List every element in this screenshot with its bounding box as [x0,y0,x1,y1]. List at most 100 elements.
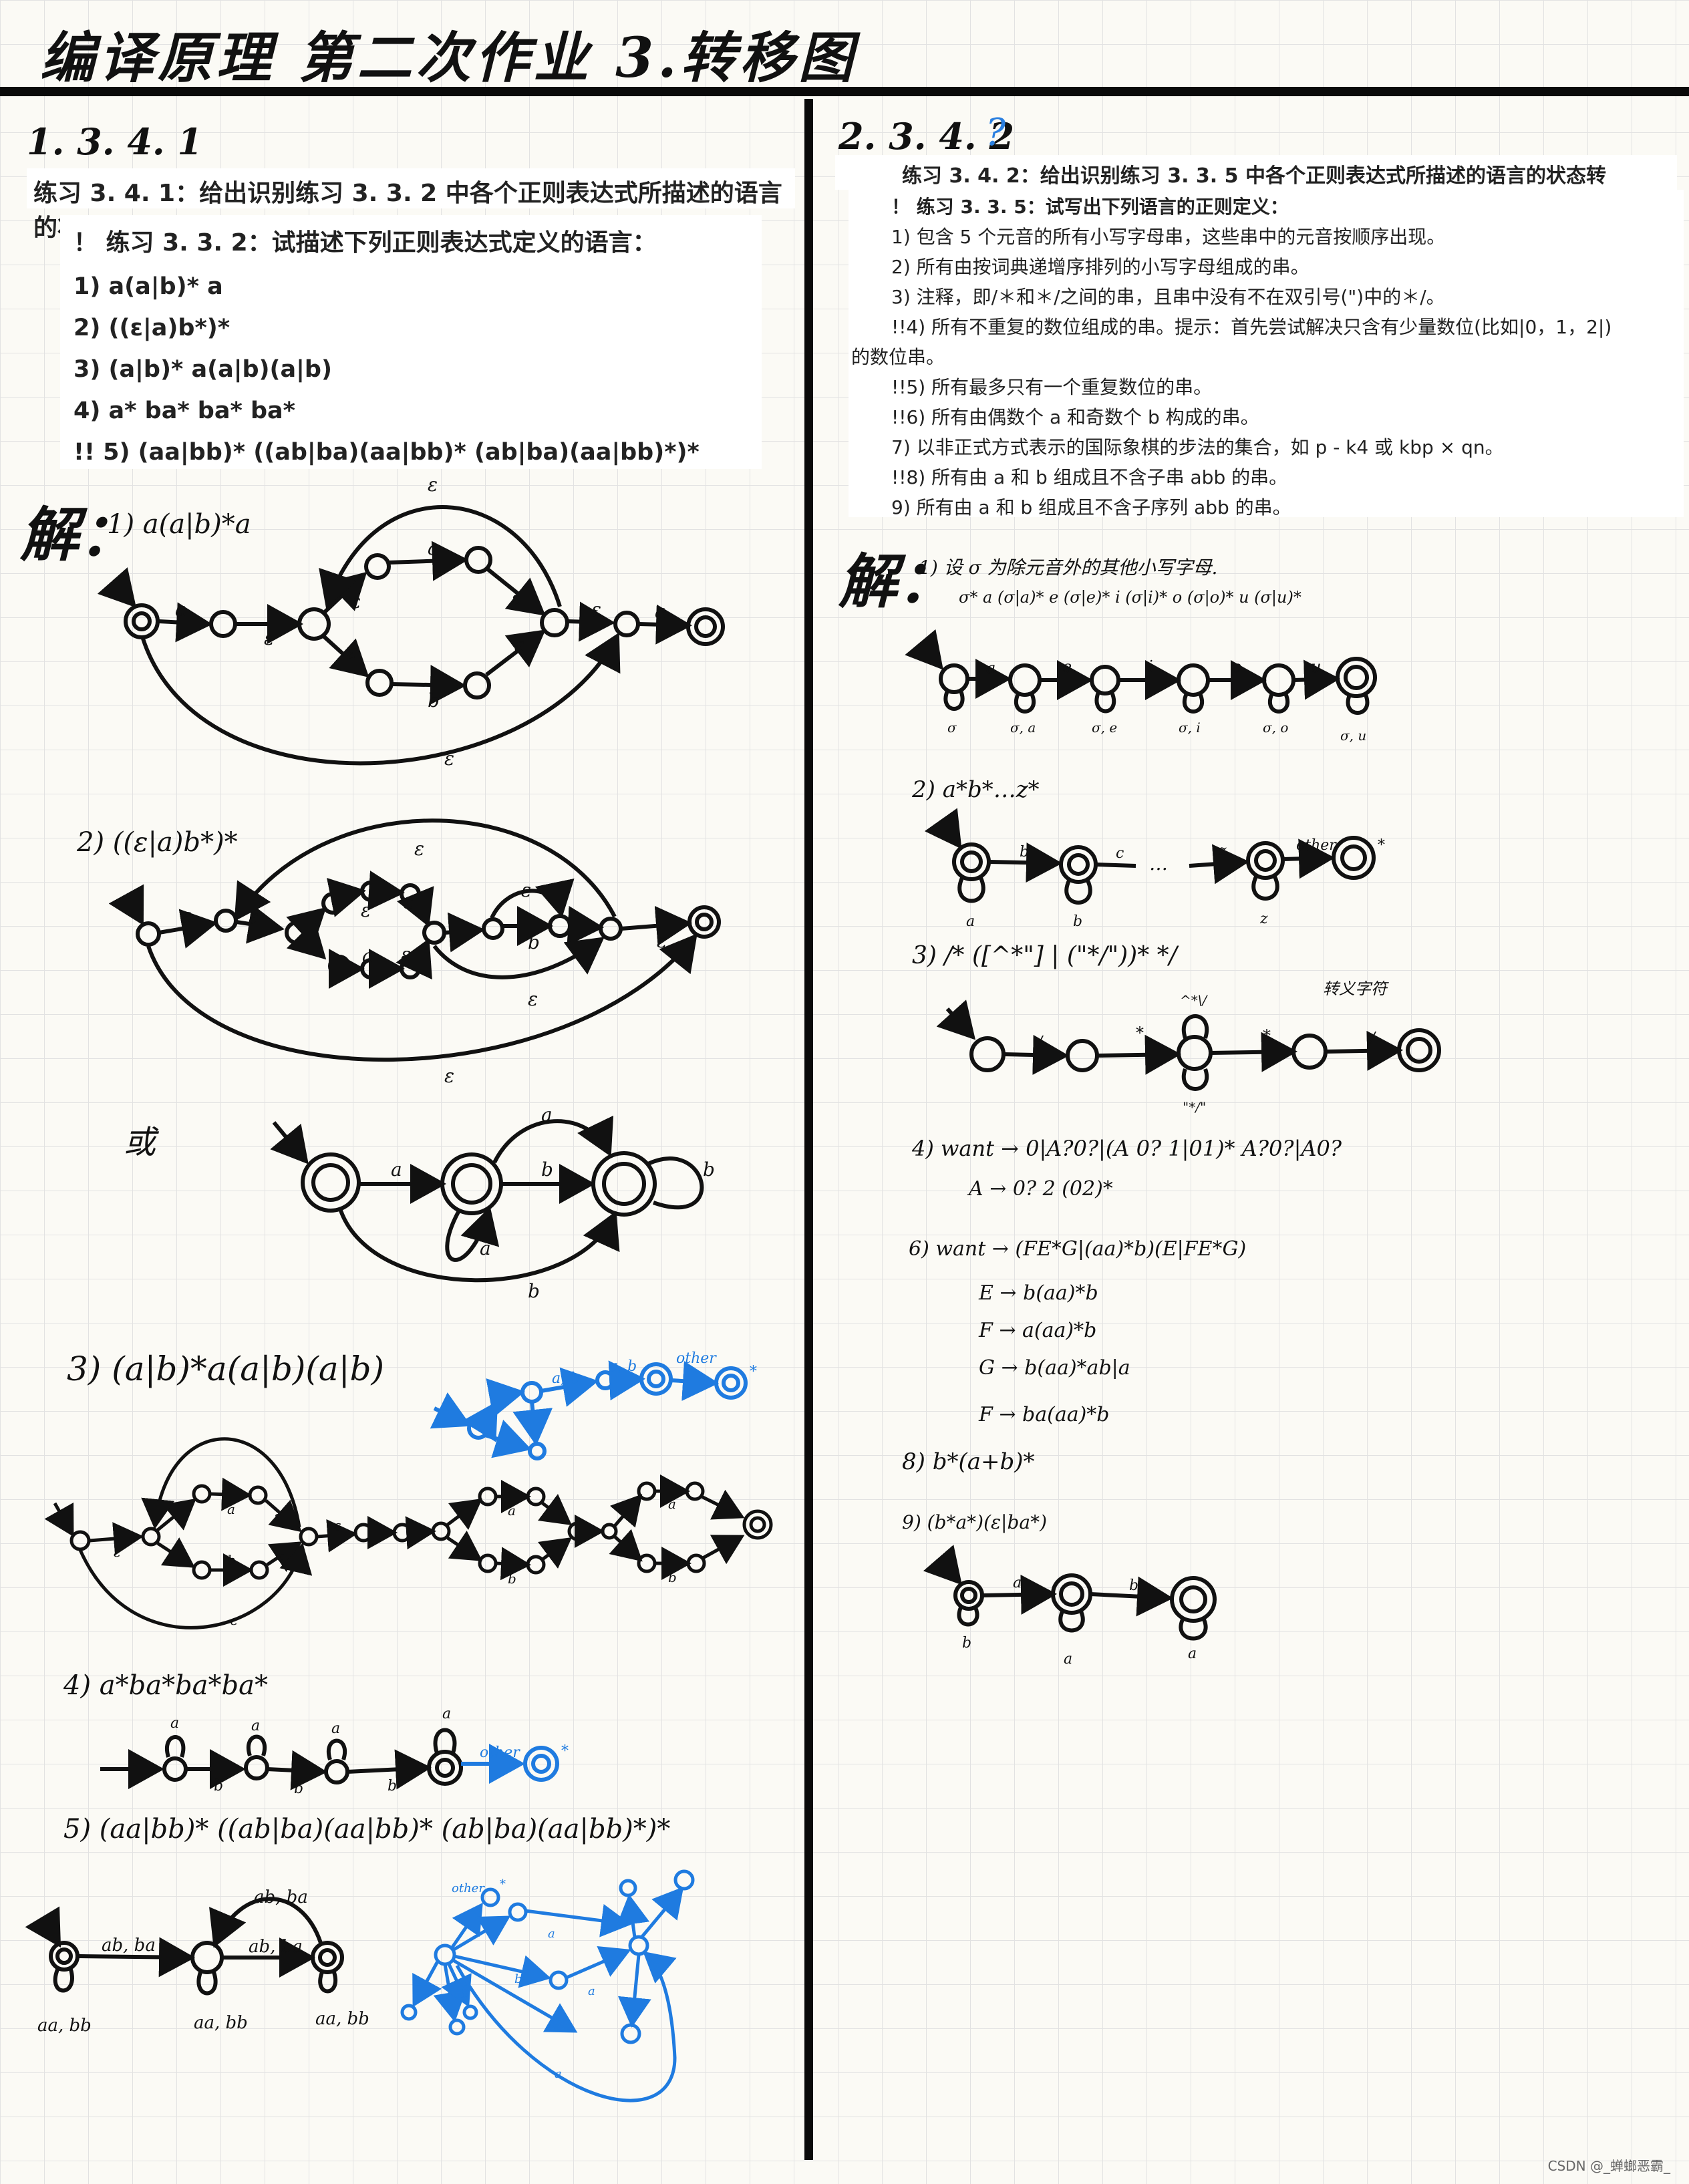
right-answer-4-line2: A → 0? 2 (02)* [969,1177,1113,1201]
edge-label: a [331,1720,340,1737]
edge-label: b [294,1780,303,1797]
edge-label: other [452,1881,485,1895]
edge-label: a [966,913,975,930]
diagram-left-2-labels: ε ε ε a ε ε b ε ε ε ε ε [182,838,667,1087]
edge-label: ε [334,1517,341,1533]
edge-label: ε [511,587,521,609]
diagram-right-2-labels: b c … z other * a b z [966,837,1385,930]
edge-label: a [655,601,666,623]
edge-label: b [514,1972,522,1986]
diagram-left-4-labels: a b a b a b a other * [170,1706,569,1797]
edge-label: a [548,1927,555,1941]
left-answer-2: 2) ((ε|a)b*)* [77,827,238,858]
edge-label: b [962,1635,971,1652]
edge-label: other [480,1744,520,1761]
edge-label: ε [591,599,601,621]
header-divider [0,87,1689,96]
right-item-3: 3) 注释，即/＊和＊/之间的串，且串中没有不在双引号(")中的＊/。 [891,286,1445,308]
diagram-right-2 [924,808,1376,905]
left-exercise-box: ！ 练习 3. 3. 2：试描述下列正则表达式定义的语言： 1) a(a|b)*… [60,215,762,469]
edge-label: ε [444,1065,454,1087]
right-answer-3: 3) /* ([^*"] | ("*/"))* */ [912,942,1177,969]
edge-label: b [461,1987,469,2001]
edge-label: σ, o [1263,720,1288,736]
edge-label: a [986,659,995,677]
diagram-right-1 [905,629,1377,715]
edge-label: ^*\/ [1180,992,1208,1008]
edge-label: z [1218,842,1227,859]
edge-label: a [414,1975,422,1989]
edge-label: i [1148,657,1153,676]
edge-label: ab, ba [102,1935,156,1956]
edge-label: a [251,1718,260,1734]
right-item-9: 9) 所有由 a 和 b 组成且不含子序列 abb 的串。 [891,496,1291,518]
right-answer-6-line4: G → b(aa)*ab|a [979,1356,1130,1380]
left-item-list: 1) a(a|b)* a 2) ((ε|a)b*)* 3) (a|b)* a(a… [60,266,762,473]
edge-label: ε [521,879,531,901]
diagram-left-3-blue [430,1360,748,1460]
right-answer-1-line1: 1) 设 σ 为除元音外的其他小写字母. [919,557,1218,579]
edge-label: b [214,1778,223,1795]
edge-label: ε [264,627,274,649]
diagram-left-2 [108,818,721,1062]
right-item-8: !!8) 所有由 a 和 b 组成且不含子串 abb 的串。 [891,466,1288,488]
edge-label: ε [274,1508,281,1524]
left-answer-5: 5) (aa|bb)* ((ab|ba)(aa|bb)* (ab|ba)(aa|… [63,1814,671,1845]
edge-label: * [500,1877,506,1891]
edge-label: a [555,2067,562,2081]
left-or-label: 或 [124,1124,156,1161]
edge-label: σ, u [1340,728,1366,744]
left-item-5: !! 5) (aa|bb)* ((ab|ba)(aa|bb)* (ab|ba)(… [73,439,700,466]
edge-label: ε [657,930,667,952]
edge-label: * [1136,1024,1144,1042]
diagram-left-5-blue-labels: other * a b a a a b [414,1877,595,2081]
right-section-number: 2. 3. 4. 2 [838,115,1015,158]
edge-label: ε [528,988,538,1010]
edge-label: b [703,1158,715,1181]
edge-label: ε [514,634,524,656]
edge-label: other [1296,837,1337,854]
edge-label: a, b [609,1358,637,1375]
edge-label: a [362,945,373,967]
left-answer-4: 4) a*ba*ba*ba* [63,1670,268,1701]
left-item-1: 1) a(a|b)* a [73,273,223,300]
left-solution-mark: 解： [20,500,138,569]
right-item-4: !!4) 所有不重复的数位组成的串。提示：首先尝试解决只含有少量数位(比如|0，… [891,316,1612,338]
edge-label: σ, i [1179,720,1201,736]
edge-label: * [750,1364,757,1380]
left-item-3: 3) (a|b)* a(a|b)(a|b) [73,356,332,383]
edge-label: ε [114,1544,121,1560]
edge-label: a, b [552,1370,579,1387]
diagram-left-5-blue [400,1869,695,2102]
diagram-left-1-labels: a ε ε a ε ε b ε ε a ε ε [175,474,666,770]
edge-label: b [668,1569,677,1585]
edge-label: b [1020,844,1029,861]
edge-label: b [528,1280,540,1302]
edge-label: b [528,931,540,953]
edge-label: a [668,1496,676,1512]
right-item-7: 7) 以非正式方式表示的国际象棋的步法的集合，如 p - k4 或 kbp × … [891,436,1504,458]
edge-label: / [1368,1029,1377,1048]
diagram-left-1 [97,505,725,766]
right-item-5: !!5) 所有最多只有一个重复数位的串。 [891,376,1213,398]
right-answer-9: 9) (b*a*)(ε|ba*) [902,1511,1048,1533]
edge-label: b [1073,913,1082,930]
right-exercise-box: ！ 练习 3. 3. 5：试写出下列语言的正则定义： 1) 包含 5 个元音的所… [849,190,1684,518]
edge-label: ab, ba [249,1937,303,1957]
edge-label: ε [444,748,454,770]
edge-label: c [1116,845,1124,862]
diagram-left-4 [100,1728,463,1790]
edge-label: a [508,1503,516,1519]
edge-label: ε [404,891,414,913]
edge-label: aa, bb [37,2016,92,2036]
edge-label: ε [347,641,357,663]
edge-label: other [676,1350,717,1367]
edge-label: a [1013,1575,1022,1591]
edge-label: ab, ba [254,1887,308,1907]
edge-label: aa, bb [315,2009,369,2029]
right-answer-6-line5: F → ba(aa)*b [979,1403,1110,1426]
left-item-2: 2) ((ε|a)b*)* [73,315,231,341]
edge-label: * [561,1743,569,1760]
right-answer-6-line2: E → b(aa)*b [979,1281,1098,1305]
page-title: 编译原理 第二次作业 3.转移图 [40,26,857,90]
